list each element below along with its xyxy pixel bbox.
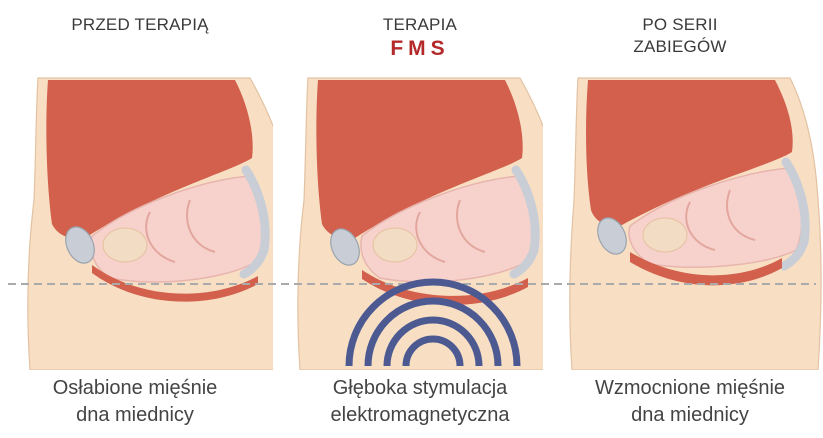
bladder	[373, 228, 417, 262]
torso-before	[28, 78, 296, 370]
caption-after-line-2: dna miednicy	[560, 402, 820, 429]
heading-after-line-1: PO SERII	[590, 14, 770, 36]
caption-before-line-2: dna miednicy	[5, 402, 265, 429]
bladder	[103, 228, 147, 262]
heading-after-line-2: ZABIEGÓW	[590, 36, 770, 58]
heading-before: PRZED TERAPIĄ	[40, 14, 240, 36]
torso-after	[570, 78, 821, 370]
torso-therapy	[298, 78, 566, 370]
heading-after: PO SERII ZABIEGÓW	[590, 14, 770, 58]
heading-therapy: TERAPIA FMS	[330, 14, 510, 61]
caption-therapy-line-2: elektromagnetyczna	[290, 402, 550, 429]
caption-before: Osłabione mięśnie dna miednicy	[5, 375, 265, 429]
heading-before-line-1: PRZED TERAPIĄ	[71, 15, 208, 34]
heading-therapy-emphasis: FMS	[330, 37, 510, 61]
caption-after-line-1: Wzmocnione mięśnie	[560, 375, 820, 402]
bladder	[643, 218, 687, 252]
caption-therapy: Głęboka stymulacja elektromagnetyczna	[290, 375, 550, 429]
caption-before-line-1: Osłabione mięśnie	[5, 375, 265, 402]
caption-after: Wzmocnione mięśnie dna miednicy	[560, 375, 820, 429]
heading-therapy-line-1: TERAPIA	[383, 15, 457, 34]
caption-therapy-line-1: Głęboka stymulacja	[290, 375, 550, 402]
